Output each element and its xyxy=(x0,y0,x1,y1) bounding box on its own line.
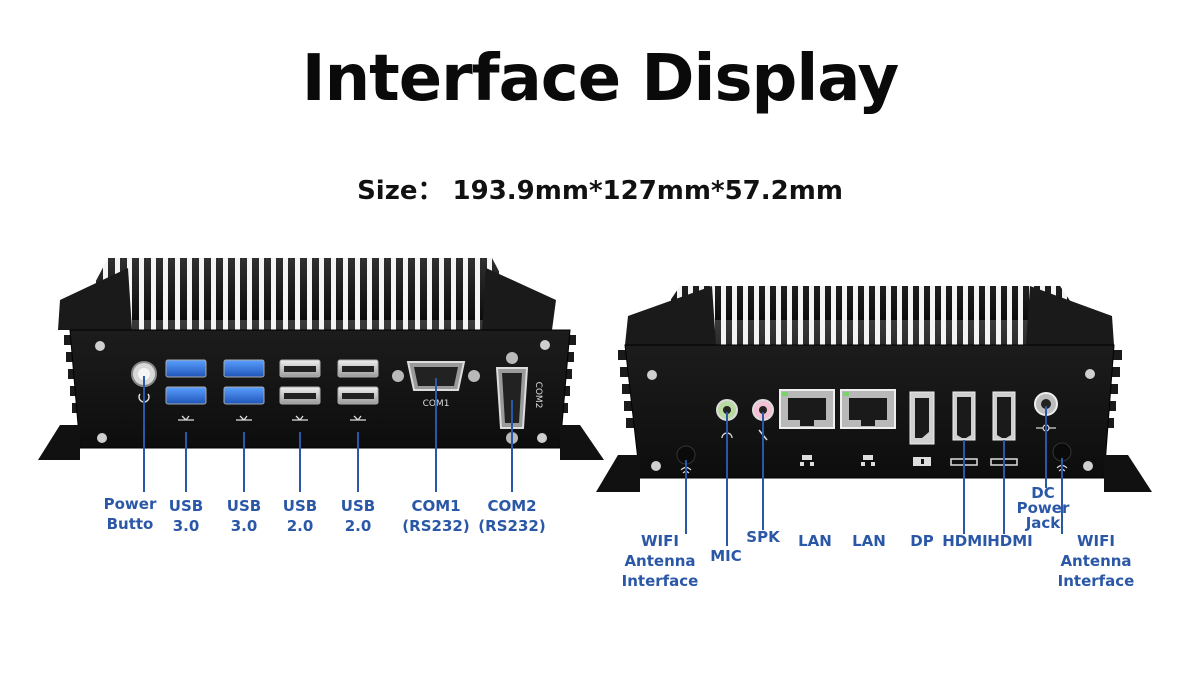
usb-icon xyxy=(178,415,366,421)
hdmi-port-1 xyxy=(952,391,976,441)
label-lan-2: LAN xyxy=(852,532,886,550)
label-usb20-b: USB 2.0 xyxy=(340,497,376,535)
usb20-port-a xyxy=(279,359,321,405)
label-mic: MIC xyxy=(710,547,742,565)
label-com1: COM1 (RS232) xyxy=(402,497,470,535)
lan-icon xyxy=(800,455,875,466)
label-hdmi-1: HDMI xyxy=(942,532,988,550)
label-lan-1: LAN xyxy=(798,532,832,550)
label-wifi-left: WIFI Antenna Interface xyxy=(621,532,699,590)
usb30-port-a xyxy=(165,359,207,405)
dp-port xyxy=(909,391,935,445)
label-spk: SPK xyxy=(746,528,780,546)
rear-unit xyxy=(596,286,1152,546)
power-button xyxy=(131,361,157,387)
label-wifi-right: WIFI Antenna Interface xyxy=(1057,532,1135,590)
dc-power-jack xyxy=(1034,392,1058,416)
dp-icon xyxy=(913,457,931,466)
lan-port-2 xyxy=(840,389,896,429)
lan-port-1 xyxy=(779,389,835,429)
label-power-button: Power Butto xyxy=(103,495,157,533)
front-unit: COM1 COM2 xyxy=(38,258,604,492)
hdmi-port-2 xyxy=(992,391,1016,441)
label-usb30-a: USB 3.0 xyxy=(168,497,204,535)
size-spec: Size： 193.9mm*127mm*57.2mm xyxy=(357,176,843,206)
label-dp: DP xyxy=(910,532,934,550)
usb30-port-b xyxy=(223,359,265,405)
com2-silk: COM2 xyxy=(533,382,543,409)
usb20-port-b xyxy=(337,359,379,405)
com1-port xyxy=(392,361,480,391)
label-usb20-a: USB 2.0 xyxy=(282,497,318,535)
label-com2: COM2 (RS232) xyxy=(478,497,546,535)
page-title: Interface Display xyxy=(301,42,899,116)
label-usb30-b: USB 3.0 xyxy=(226,497,262,535)
label-dc-power-jack: DC Power Jack xyxy=(1016,484,1070,532)
com2-port xyxy=(495,352,529,444)
label-hdmi-2: HDMI xyxy=(987,532,1033,550)
